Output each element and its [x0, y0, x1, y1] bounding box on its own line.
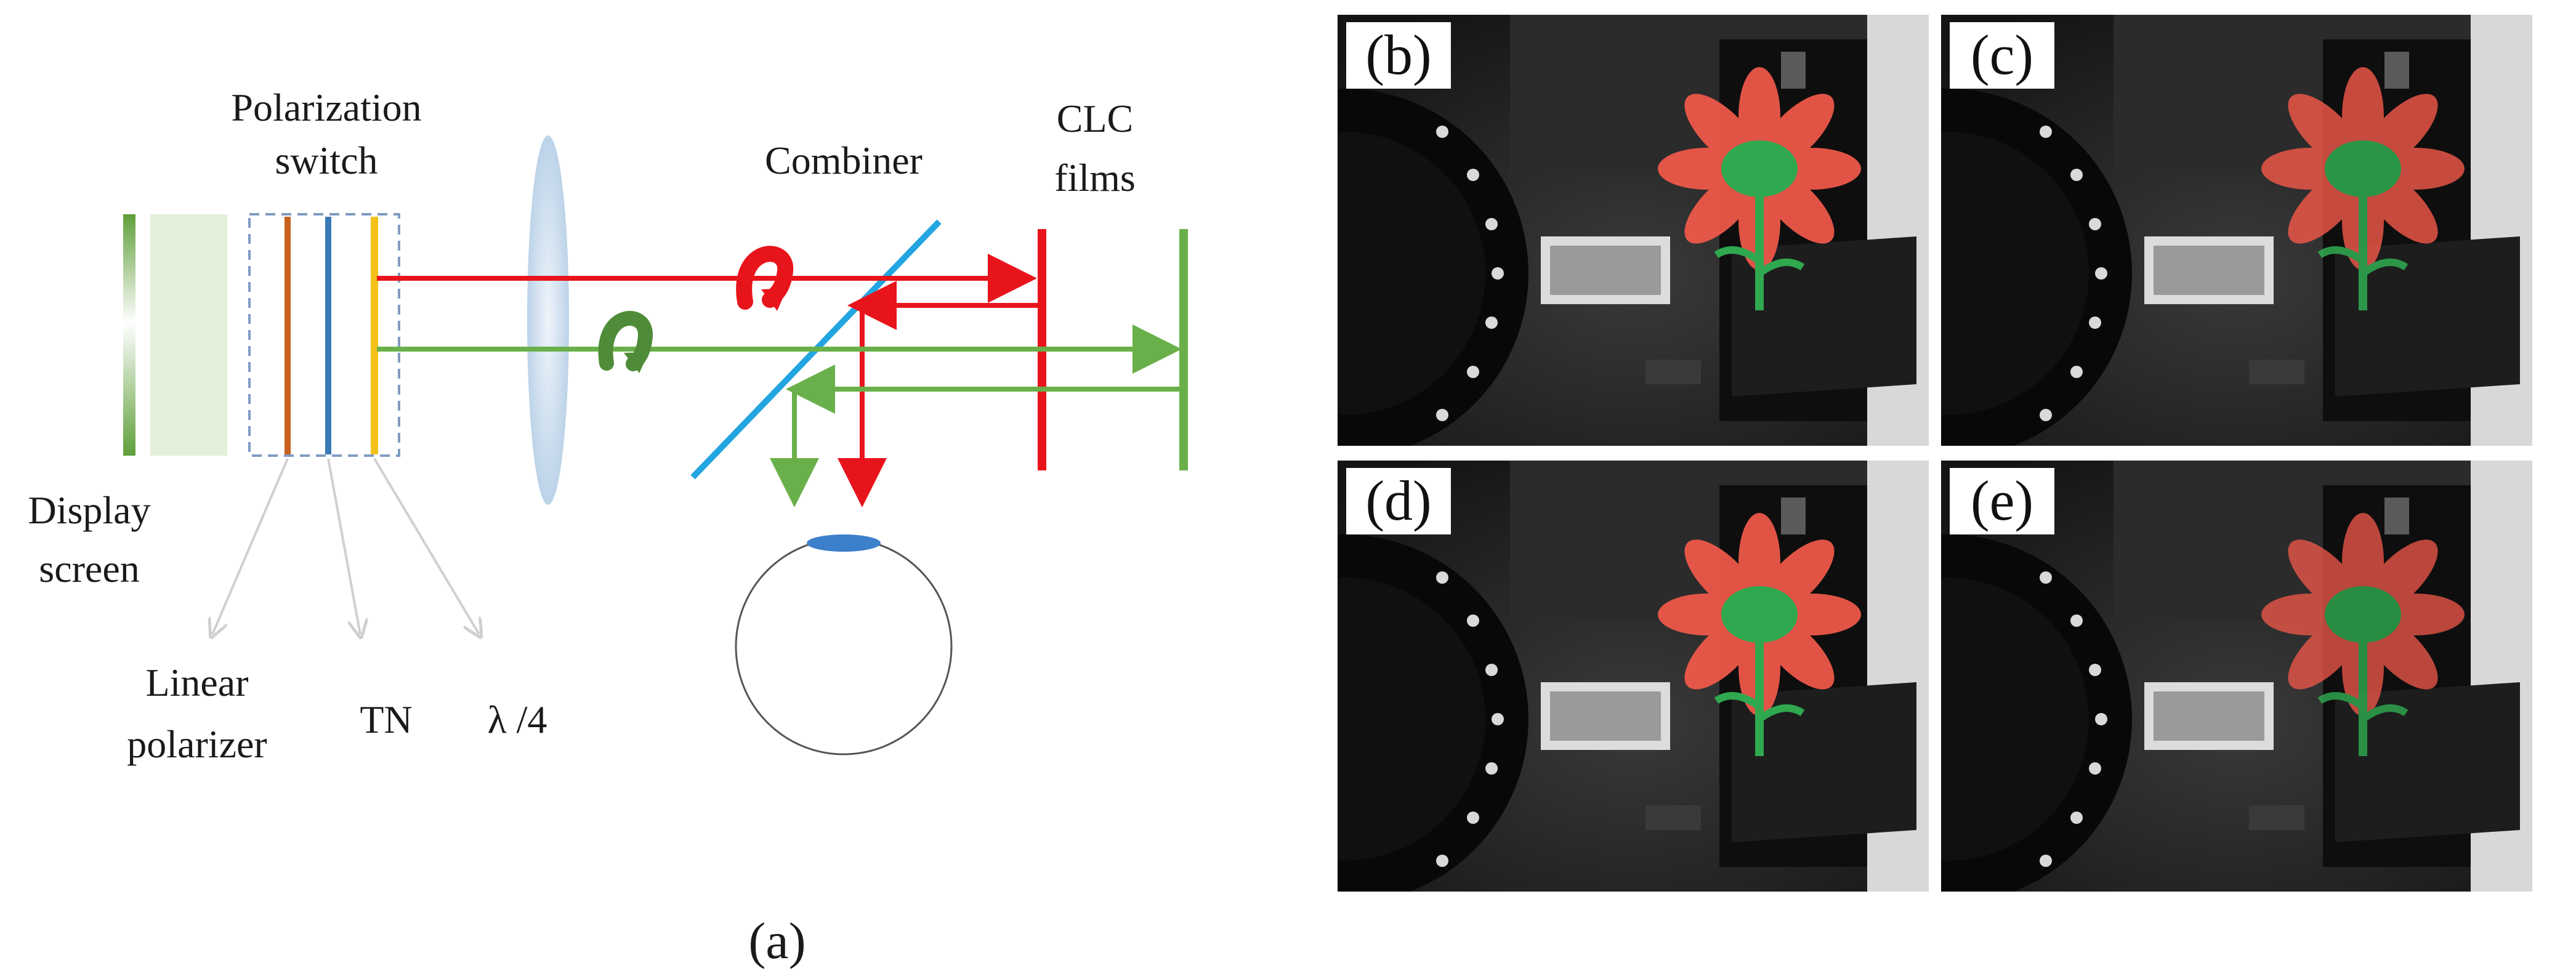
- photo-e: (e): [1941, 461, 2532, 892]
- tn-label: TN: [360, 698, 412, 741]
- combiner-label: Combiner: [765, 139, 923, 182]
- display-backplate: [150, 214, 227, 456]
- linear-polarizer-label-2: polarizer: [127, 722, 267, 766]
- eye: [735, 538, 953, 755]
- red-circular-polarization-icon: [736, 246, 794, 311]
- diagram-a: Polarization switch Combiner CLC films D…: [28, 86, 1188, 970]
- polarization-switch-label-2: switch: [275, 139, 378, 182]
- linear-polarizer-plate: [285, 217, 291, 454]
- lens: [527, 135, 569, 505]
- clc-film-green: [1179, 229, 1188, 470]
- photo-c: (c): [1941, 15, 2532, 446]
- photo-c-tag: (c): [1971, 23, 2033, 86]
- caption-a: (a): [748, 913, 806, 970]
- linear-polarizer-label-1: Linear: [146, 661, 249, 704]
- photo-b: (b): [1338, 15, 1929, 446]
- quarter-wave-plate: [371, 217, 378, 454]
- display-label-1: Display: [28, 488, 150, 532]
- linear-polarizer-pointer: [212, 458, 289, 634]
- photo-d: (d): [1338, 461, 1929, 892]
- photo-e-tag: (e): [1971, 469, 2033, 532]
- clc-label-1: CLC: [1057, 97, 1133, 140]
- polarization-switch-label-1: Polarization: [231, 86, 421, 129]
- quarter-wave-label: λ /4: [488, 698, 547, 741]
- clc-label-2: films: [1054, 156, 1136, 199]
- photo-d-tag: (d): [1365, 469, 1431, 532]
- photo-b-tag: (b): [1365, 23, 1431, 86]
- green-circular-polarization-icon: [598, 310, 653, 373]
- polarization-switch-box: [248, 213, 400, 457]
- tn-pointer: [327, 458, 360, 634]
- tn-cell-plate: [325, 217, 331, 454]
- eye-pupil: [807, 534, 881, 552]
- quarter-wave-pointer: [373, 457, 479, 634]
- display-label-2: screen: [39, 547, 139, 590]
- display-screen: [123, 214, 135, 456]
